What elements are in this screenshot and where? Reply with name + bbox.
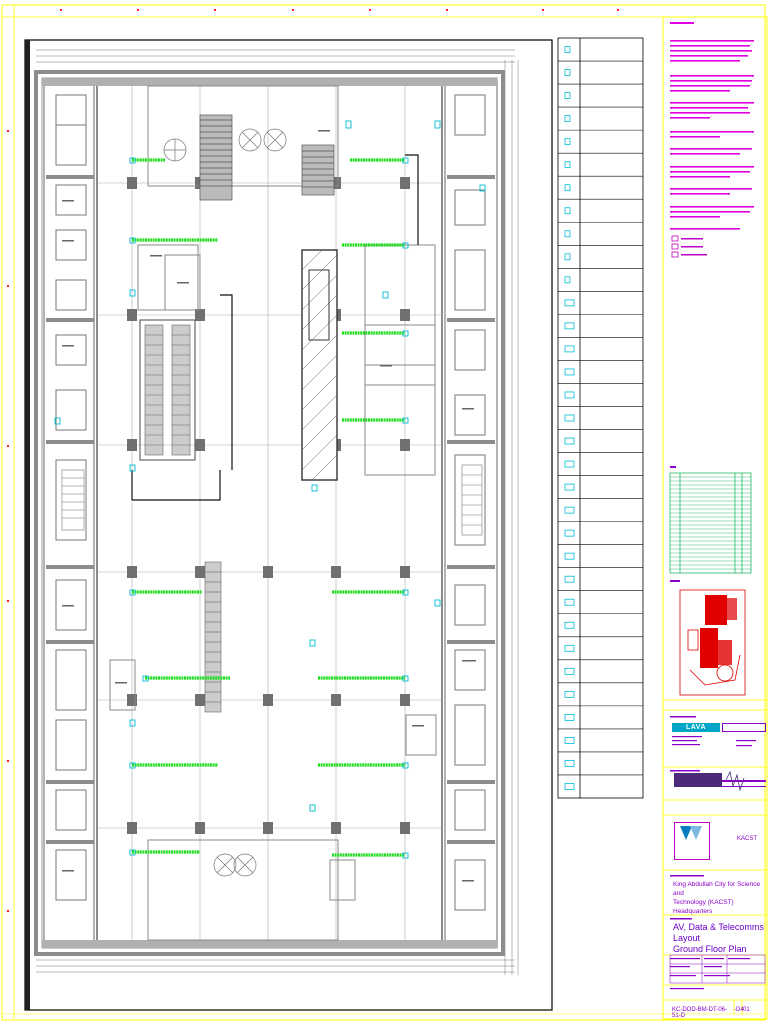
legend-symbol-icon <box>564 483 575 491</box>
legend-symbol-icon <box>564 598 575 606</box>
revision-table <box>669 466 752 574</box>
central-core <box>301 249 338 481</box>
client-short-name: KACST <box>737 836 758 842</box>
partition-lines <box>131 154 419 501</box>
legend-symbol-icon <box>564 552 575 560</box>
legend-symbol-icon <box>564 345 575 353</box>
legend-symbol-icon <box>564 253 571 261</box>
revolving-doors <box>163 128 287 877</box>
legend-symbol-icon <box>564 760 575 767</box>
consultant-logo <box>722 723 766 732</box>
right-stair <box>461 464 483 536</box>
revision-code: -D4 <box>734 1007 744 1013</box>
legend-symbol-icon <box>564 575 575 583</box>
cable-trays <box>132 158 405 857</box>
legend-symbol-icon <box>564 667 575 675</box>
sheet-border <box>1 4 766 1021</box>
client-logo-mark-light <box>690 826 702 840</box>
core-rooms <box>109 85 437 941</box>
right-service-rooms <box>454 94 486 911</box>
legend-symbol-icon <box>564 713 575 721</box>
drawing-title: AV, Data & Telecomms Layout Ground Floor… <box>673 922 768 955</box>
av-data-devices <box>54 120 486 859</box>
room-labels <box>62 130 476 882</box>
legend-symbol-icon <box>564 690 575 698</box>
legend-table <box>557 37 644 799</box>
legend-symbol-icon <box>564 737 575 744</box>
legend-symbol-icon <box>564 276 571 284</box>
structural-grid <box>98 86 441 940</box>
client-line-1: King Abdullah City for Science and <box>673 881 761 897</box>
legend-symbol-icon <box>564 207 571 215</box>
legend-symbol-icon <box>564 161 571 169</box>
legend-symbol-icon <box>564 644 575 652</box>
drawing-title-line-1: AV, Data & Telecomms Layout <box>673 922 764 943</box>
arabic-logo-banner <box>674 773 722 787</box>
architect-logo: LAVA <box>672 723 720 732</box>
key-plan-icon <box>670 580 746 696</box>
legend-symbol-icon <box>564 460 575 468</box>
left-stair <box>61 469 85 531</box>
client-line-2: Technology (KACST) Headquarters <box>673 899 734 915</box>
legend-rows <box>558 46 643 790</box>
legend-symbol-icon <box>564 783 575 790</box>
legend-symbol-icon <box>564 299 575 307</box>
legend-symbol-icon <box>564 230 571 238</box>
legend-symbol-icon <box>564 92 571 99</box>
legend-symbol-icon <box>564 322 575 330</box>
legend-symbol-icon <box>564 115 571 123</box>
legend-symbol-icon <box>564 529 575 537</box>
legend-symbol-icon <box>564 138 571 146</box>
revision-rows <box>670 476 751 570</box>
legend-symbol-icon <box>564 621 575 629</box>
legend-symbol-icon <box>564 46 571 53</box>
structural-columns <box>127 177 410 834</box>
legend-symbol-icon <box>564 414 575 422</box>
sheet-grid-ticks <box>7 9 619 912</box>
client-name: King Abdullah City for Science and Techn… <box>673 880 768 916</box>
legend-symbol-icon <box>564 437 575 445</box>
main-stair-top <box>199 114 335 201</box>
drawing-number: KC-DOD-BM-DT-06-51-D <box>672 1007 727 1019</box>
legend-symbol-icon <box>564 69 571 76</box>
building-walls <box>34 70 505 956</box>
client-logo-mark <box>680 826 692 840</box>
notes-symbol-icons <box>671 235 679 258</box>
escalators <box>139 319 222 713</box>
revision-number: 01 <box>743 1007 750 1013</box>
legend-symbol-icon <box>564 368 575 376</box>
legend-symbol-icon <box>564 391 575 399</box>
drawing-title-line-2: Ground Floor Plan <box>673 944 747 954</box>
left-service-rooms <box>55 94 87 901</box>
legend-symbol-icon <box>564 184 571 192</box>
legend-symbol-icon <box>564 506 575 514</box>
general-notes <box>670 22 754 230</box>
